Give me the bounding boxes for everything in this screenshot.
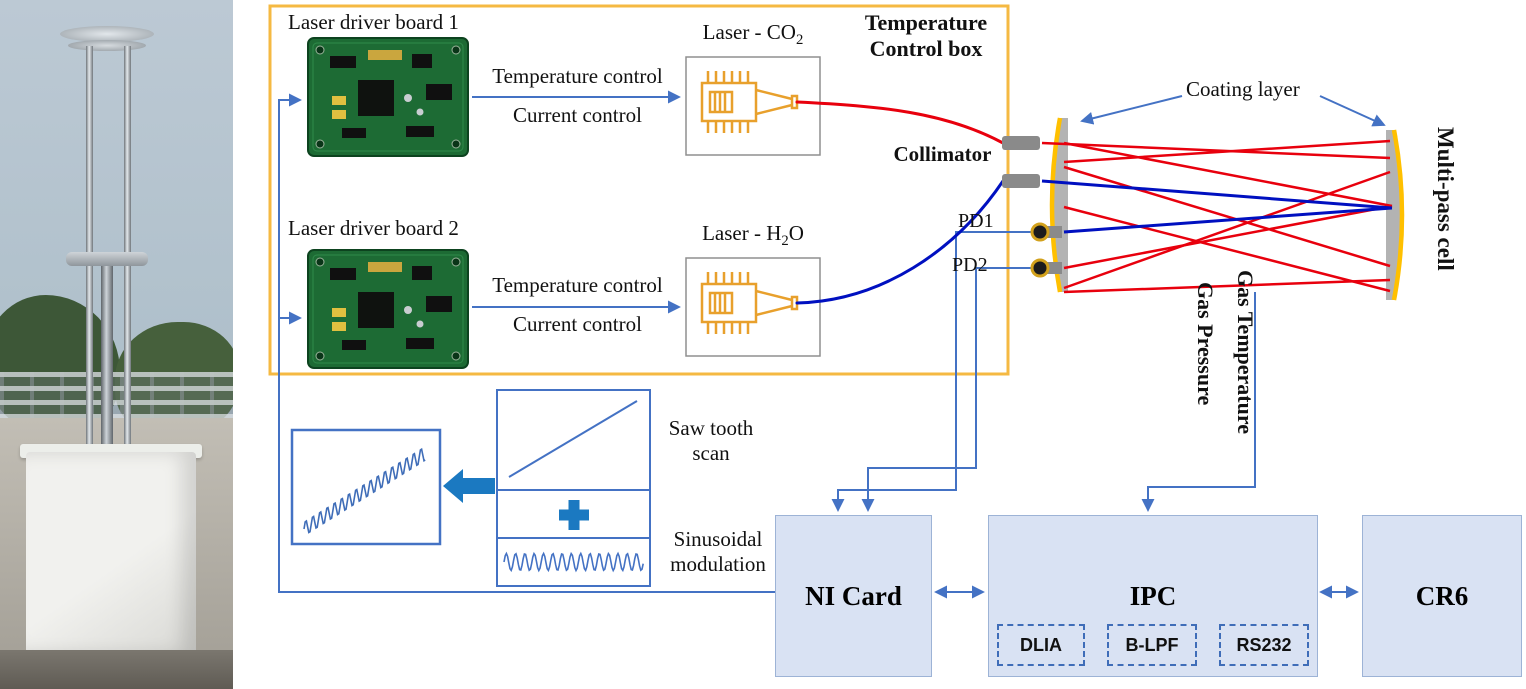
laser-co2-box [685,56,821,156]
pd2-mount [1046,262,1062,274]
collimator1-icon [1002,136,1040,150]
laser-co2-label: Laser - CO2 [686,20,820,50]
board1-current-control-label: Current control [513,103,642,127]
instrument-photo [0,0,233,689]
board2-temp-control-label: Temperature control [492,273,663,297]
tower-collar [66,252,148,266]
board2-label: Laser driver board 2 [288,216,459,240]
cr6-label: CR6 [1415,580,1469,611]
pd1-icon [1030,222,1050,242]
modulated-wave [303,447,426,534]
laser-driver-board2-pcb [307,249,469,369]
board1-label: Laser driver board 1 [288,10,459,34]
title-line2: Control box [869,35,983,61]
instrument-enclosure [26,452,196,654]
sawtooth-scan-label: Saw tooth scan [668,416,754,465]
title-line1: Temperature [864,10,988,35]
sawtooth-wave [508,400,638,478]
tower-top-disc-2 [68,40,146,51]
tower-top-disc [60,26,154,42]
laser-co2-chip-icon [700,69,799,135]
sum-box [496,489,651,539]
collimator2-icon [1002,174,1040,188]
sine-box [496,537,651,587]
ni-card-box: NI Card [775,515,932,677]
pd2-label: PD2 [952,254,988,276]
pd1-mount [1046,226,1062,238]
sinusoidal-modulation-label: Sinusoidal modulation [670,527,766,576]
pd1-to-nicard-wire [831,231,1032,512]
laser-h2o-label-tail: O [788,221,804,245]
plus-icon [559,500,589,530]
ipc-label: IPC [1129,580,1177,611]
photodetector-icons [1030,222,1062,278]
board2-current-control-label: Current control [513,312,642,336]
tower-column [101,255,113,455]
blue-laser-beams [1041,179,1393,234]
sawtooth-box [496,389,651,491]
sine-wave [503,551,644,573]
ground [0,650,233,689]
board1-temp-control-label: Temperature control [492,64,663,88]
laser-co2-label-sub: 2 [795,32,804,49]
modulated-signal-box [290,428,442,546]
red-laser-beams [1041,139,1393,294]
coating-layer-label: Coating layer [1186,77,1300,101]
laser-h2o-label-main: Laser - H [702,221,782,245]
ipc-box: IPC DLIA B-LPF RS232 [988,515,1318,677]
ni-card-label: NI Card [805,580,902,611]
collimator-label: Collimator [893,142,992,166]
fiber-h2o [795,179,1005,305]
temperature-control-box-title: Temperature Control box [836,10,1016,62]
ipc-modules: DLIA B-LPF RS232 [989,624,1317,666]
multipass-cell-label: Multi-pass cell [1433,127,1458,271]
tower-rod-left [86,46,93,456]
pd2-to-nicard-wire [861,267,1032,512]
cr6-box: CR6 [1362,515,1522,677]
gas-pressure-label: Gas Pressure [1193,282,1218,406]
laser-h2o-label: Laser - H2O [686,221,820,251]
tower-rod-right [124,46,131,456]
fiber-co2 [795,100,1005,145]
multipass-cell-mirrors [1049,117,1405,301]
laser-driver-board1-pcb [307,37,469,157]
laser-co2-label-main: Laser - CO [702,20,796,44]
pd1-label: PD1 [958,210,994,232]
gas-temperature-label: Gas Temperature [1233,270,1258,434]
coating-arrow-right [1319,95,1386,127]
pd2-icon [1030,258,1050,278]
merge-arrow-icon [443,469,495,503]
nicard-to-board1-wire [278,93,775,593]
module-rs232: RS232 [1219,624,1309,666]
laser-h2o-label-sub: 2 [781,233,789,250]
laser-h2o-box [685,257,821,357]
coating-arrow-left [1080,95,1183,125]
laser-h2o-chip-icon [700,270,799,336]
module-blpf: B-LPF [1107,624,1197,666]
module-dlia: DLIA [997,624,1085,666]
